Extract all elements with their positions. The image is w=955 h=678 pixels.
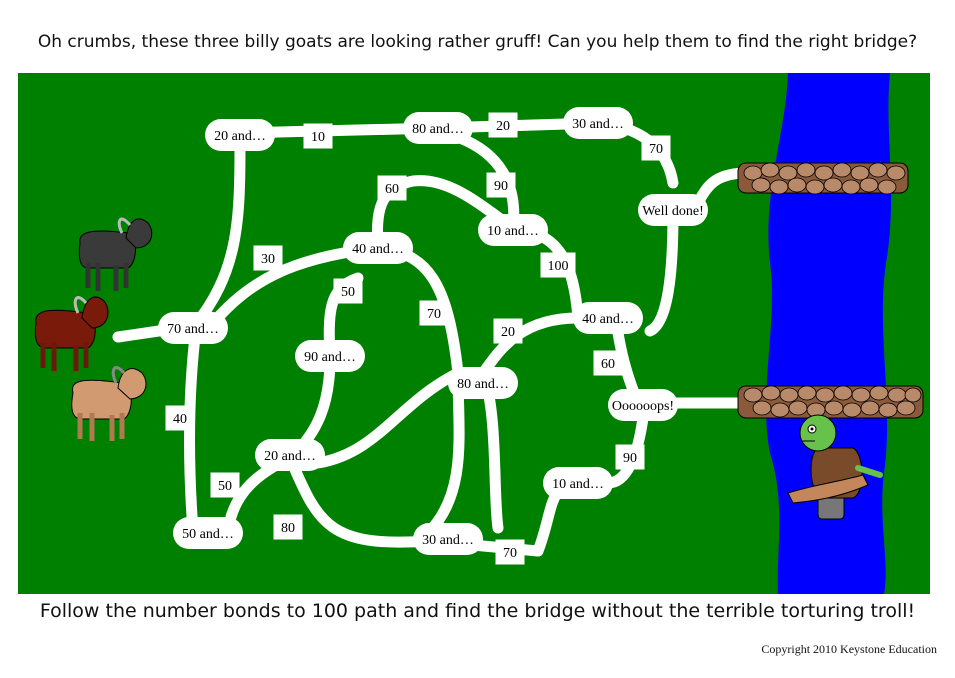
- node-label: 20 and…: [264, 449, 316, 464]
- node-label: 80 and…: [412, 122, 464, 137]
- path-node-n70a[interactable]: 70 and…: [158, 312, 228, 344]
- number-tag: 60: [377, 175, 407, 201]
- path-node-n40b[interactable]: 40 and…: [573, 302, 643, 334]
- tag-label: 60: [601, 357, 615, 372]
- path-node-n80a[interactable]: 80 and…: [403, 112, 473, 144]
- tag-label: 60: [385, 182, 399, 197]
- node-label: 10 and…: [487, 224, 539, 239]
- node-label: 40 and…: [352, 242, 404, 257]
- path-node-well[interactable]: Well done!: [638, 194, 708, 226]
- node-label: 40 and…: [582, 312, 634, 327]
- node-label: Oooooops!: [612, 399, 674, 414]
- number-tag: 70: [641, 135, 671, 161]
- troll-bridge: [737, 385, 924, 419]
- troll: [787, 414, 883, 520]
- path-node-n90a[interactable]: 90 and…: [295, 340, 365, 372]
- number-tag: 40: [165, 405, 195, 431]
- black-goat: [78, 217, 153, 291]
- node-label: 30 and…: [572, 117, 624, 132]
- red-goat: [34, 296, 109, 371]
- path-node-n30b[interactable]: 30 and…: [413, 523, 483, 555]
- number-tag: 90: [486, 172, 516, 198]
- tag-label: 10: [311, 130, 325, 145]
- number-tag: 50: [210, 472, 240, 498]
- safe-bridge: [737, 162, 909, 195]
- number-tag: 50: [333, 278, 363, 304]
- path-node-n80b[interactable]: 80 and…: [448, 367, 518, 399]
- node-label: Well done!: [642, 204, 703, 219]
- tag-label: 50: [341, 285, 355, 300]
- tag-label: 100: [548, 259, 569, 274]
- tag-label: 90: [623, 451, 637, 466]
- node-label: 90 and…: [304, 350, 356, 365]
- node-label: 20 and…: [214, 129, 266, 144]
- number-tag: 60: [593, 350, 623, 376]
- bottom-instruction: Follow the number bonds to 100 path and …: [39, 600, 916, 622]
- tag-label: 50: [218, 479, 232, 494]
- number-tag: 70: [419, 300, 449, 326]
- number-tag: 70: [495, 539, 525, 565]
- path-node-oops[interactable]: Oooooops!: [608, 389, 678, 421]
- tan-goat: [71, 366, 147, 441]
- path-node-n20b[interactable]: 20 and…: [255, 439, 325, 471]
- tag-label: 20: [501, 325, 515, 340]
- number-tag: 20: [488, 112, 518, 138]
- tag-label: 20: [496, 119, 510, 134]
- path-node-n10b[interactable]: 10 and…: [543, 467, 613, 499]
- path-node-n20a[interactable]: 20 and…: [205, 119, 275, 151]
- path-node-n40a[interactable]: 40 and…: [343, 232, 413, 264]
- path-node-n30a[interactable]: 30 and…: [563, 107, 633, 139]
- number-tag: 30: [253, 245, 283, 271]
- game-board: 20 and… 80 and… 30 and… 10 and… 40 and… 70 an…: [18, 73, 930, 594]
- number-tag: 100: [540, 252, 576, 278]
- number-tag: 20: [493, 318, 523, 344]
- tag-label: 70: [649, 142, 663, 157]
- path-node-n10a[interactable]: 10 and…: [478, 214, 548, 246]
- number-tag: 10: [303, 123, 333, 149]
- tag-label: 40: [173, 412, 187, 427]
- copyright: Copyright 2010 Keystone Education: [761, 642, 937, 656]
- node-label: 80 and…: [457, 377, 509, 392]
- top-instruction: Oh crumbs, these three billy goats are l…: [37, 32, 918, 52]
- path-node-n50a[interactable]: 50 and…: [173, 517, 243, 549]
- node-label: 70 and…: [167, 322, 219, 337]
- tag-label: 80: [281, 521, 295, 536]
- number-tag: 80: [273, 514, 303, 540]
- tag-label: 70: [503, 546, 517, 561]
- tag-label: 70: [427, 307, 441, 322]
- number-tag: 90: [615, 444, 645, 470]
- tag-label: 90: [494, 179, 508, 194]
- node-label: 50 and…: [182, 527, 234, 542]
- node-label: 10 and…: [552, 477, 604, 492]
- node-label: 30 and…: [422, 533, 474, 548]
- tag-label: 30: [261, 252, 275, 267]
